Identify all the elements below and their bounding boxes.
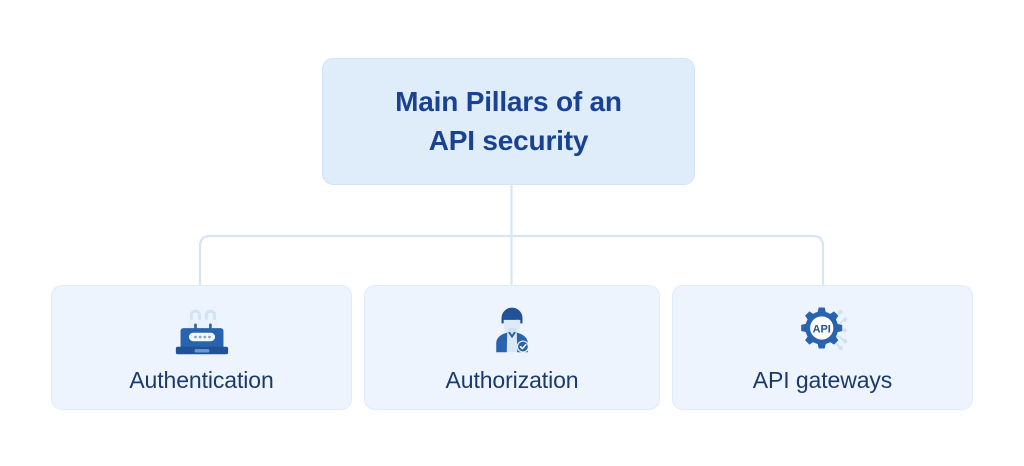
page-title: Main Pillars of an API security xyxy=(395,85,622,156)
gear-api-circuit-icon: API xyxy=(792,301,854,359)
child-node-authorization[interactable]: Authorization xyxy=(364,285,660,410)
child-node-label: API gateways xyxy=(752,366,893,393)
child-node-authentication[interactable]: Authentication xyxy=(51,285,352,410)
connector-bus xyxy=(198,234,825,287)
child-node-api-gateways[interactable]: API API gateways xyxy=(672,285,973,410)
root-node-api-security: Main Pillars of an API security xyxy=(322,58,695,185)
lock-terminal-icon xyxy=(171,301,233,359)
child-node-label: Authorization xyxy=(445,366,579,393)
child-node-label: Authentication xyxy=(129,366,274,393)
user-check-badge-icon xyxy=(481,301,543,359)
api-icon-text: API xyxy=(812,324,830,336)
